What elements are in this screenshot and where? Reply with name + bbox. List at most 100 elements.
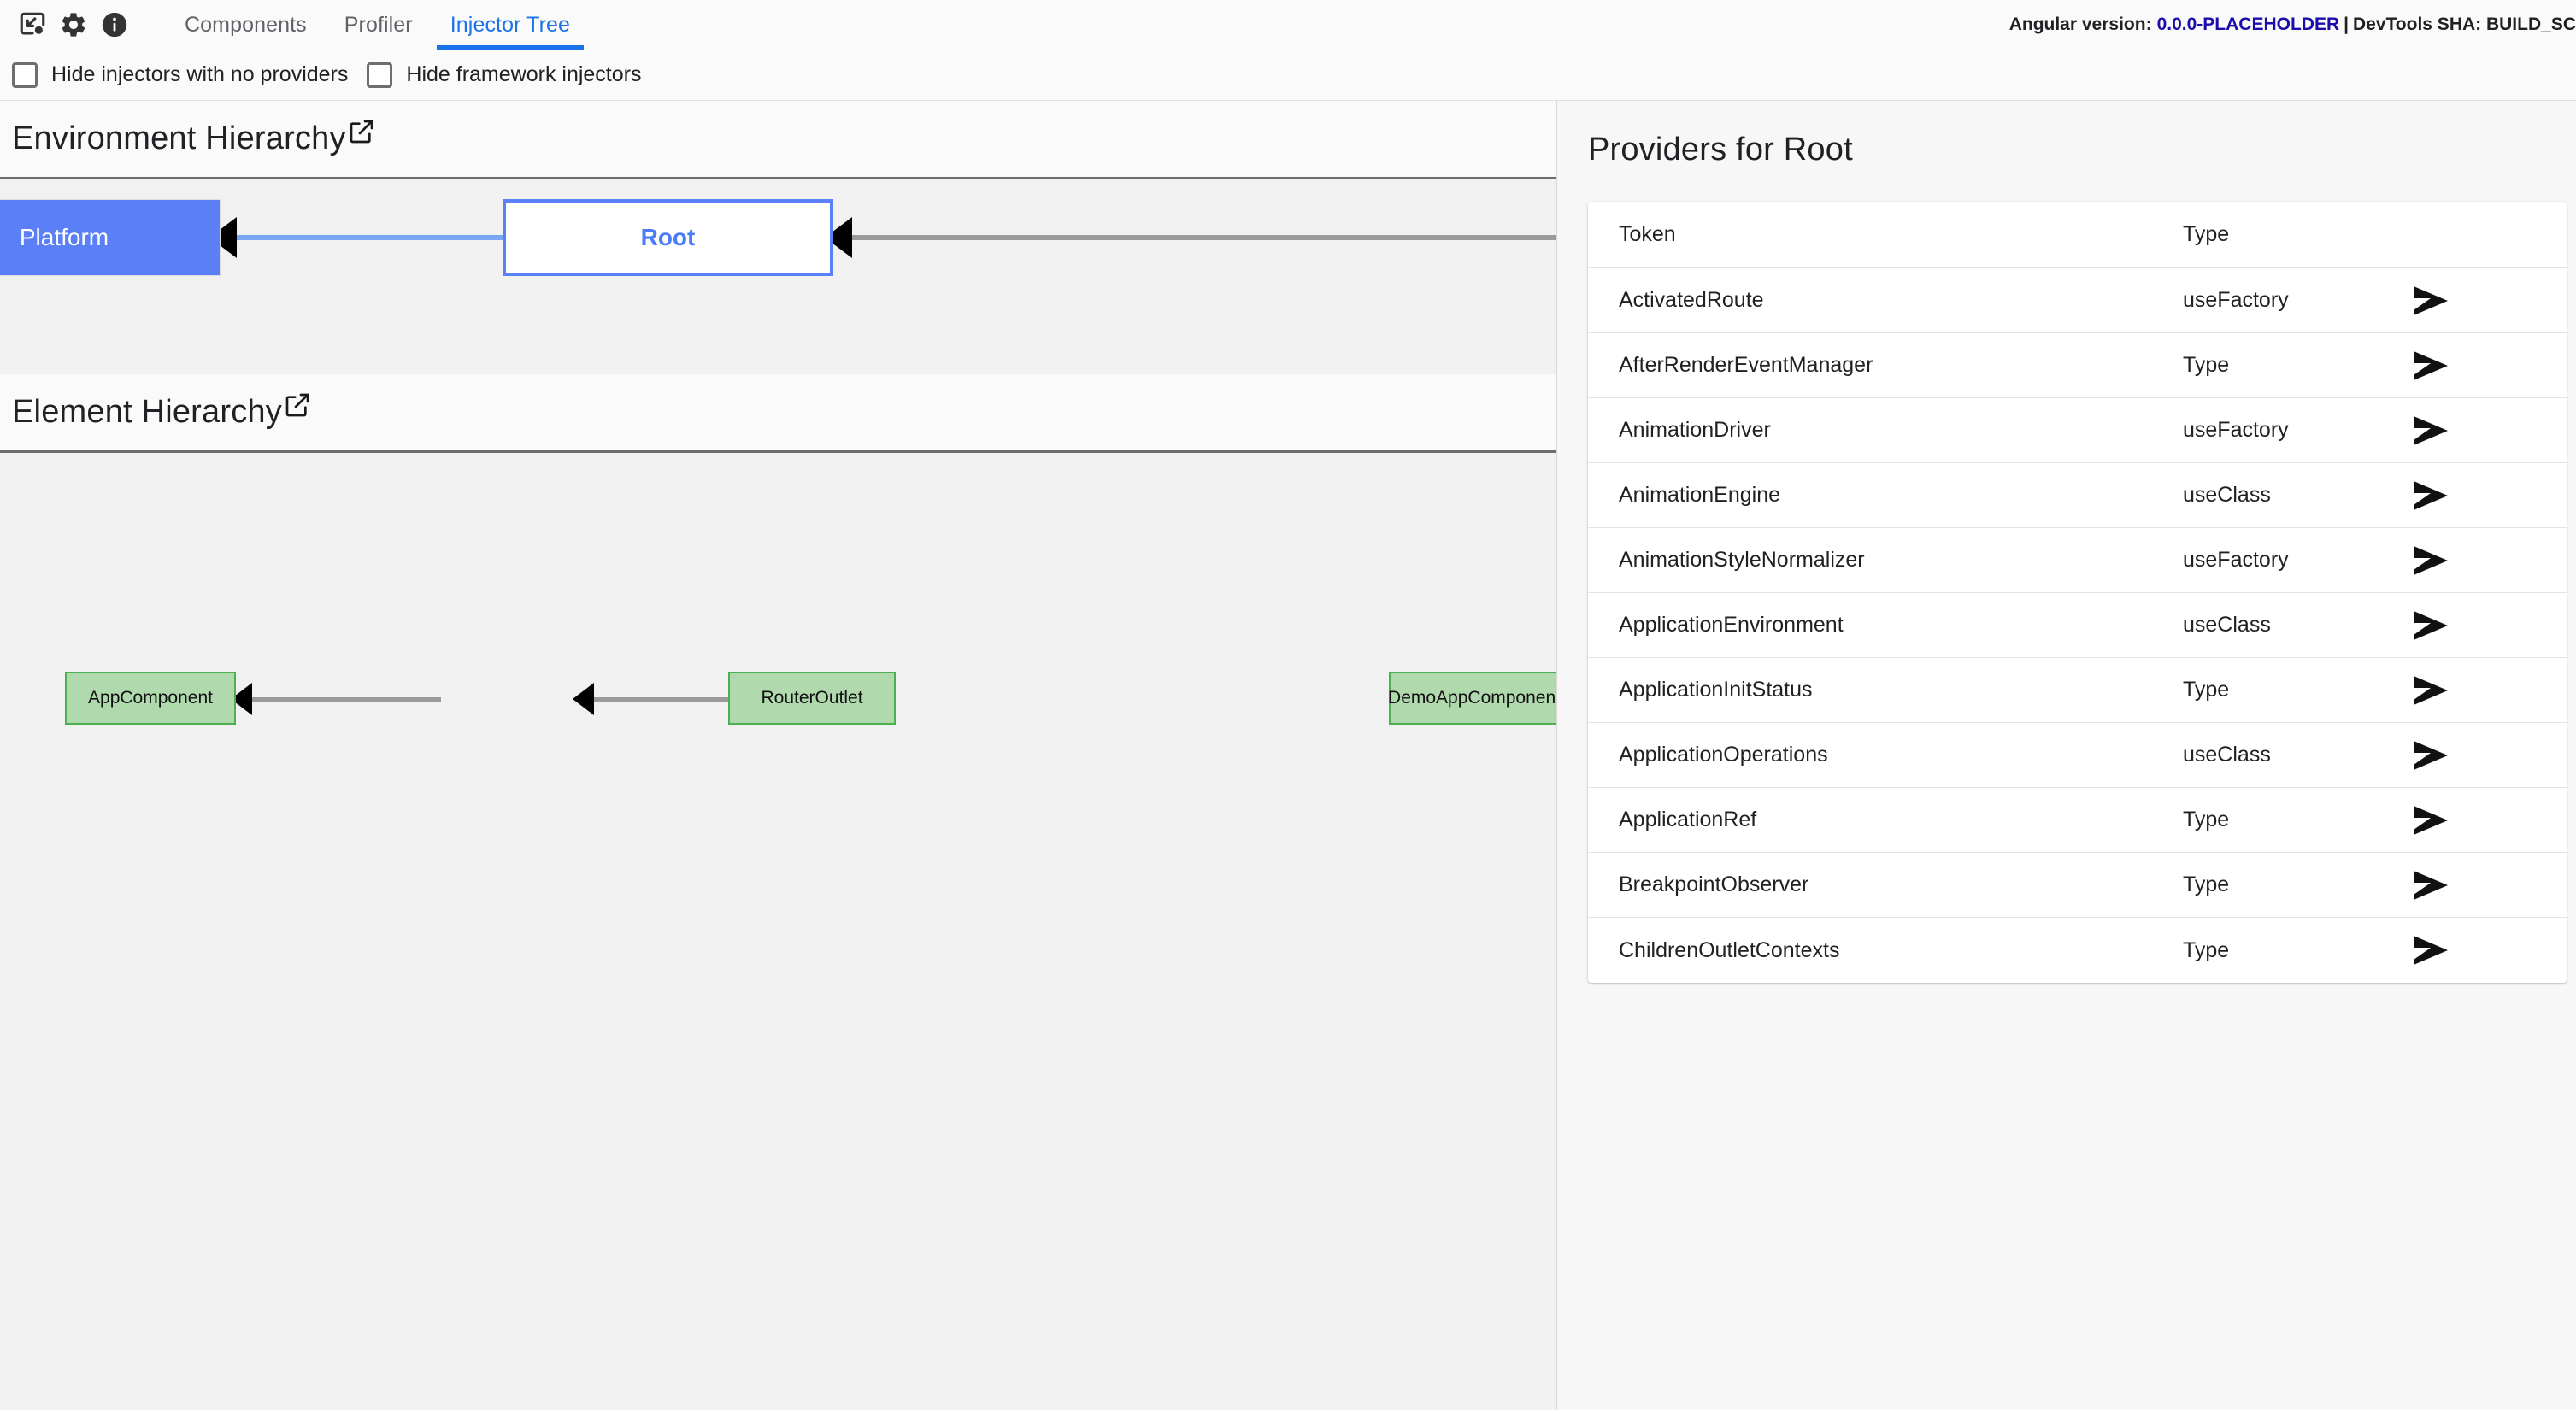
provider-token: AfterRenderEventManager <box>1619 353 1873 377</box>
node-demoappcomponent[interactable]: DemoAppComponent <box>1388 672 1556 725</box>
node-label: RouterOutlet <box>761 688 863 708</box>
info-icon[interactable] <box>94 4 135 45</box>
devtools-sha-label: DevTools SHA: BUILD_SC <box>2353 15 2576 34</box>
providers-table: Token Type ActivatedRoute useFactory Aft… <box>1588 202 2567 983</box>
provider-token: ApplicationOperations <box>1619 743 1828 767</box>
provider-type: Type <box>2183 678 2230 702</box>
go-to-provider-arrow-icon[interactable] <box>2414 608 2451 643</box>
provider-type: Type <box>2183 353 2230 377</box>
inspect-element-icon[interactable] <box>12 4 53 45</box>
table-row[interactable]: ApplicationInitStatus Type <box>1588 658 2567 723</box>
tab-components[interactable]: Components <box>185 12 307 37</box>
provider-action[interactable] <box>2414 868 2567 902</box>
provider-type: Type <box>2183 937 2230 962</box>
go-to-provider-arrow-icon[interactable] <box>2414 414 2451 448</box>
table-row[interactable]: BreakpointObserver Type <box>1588 853 2567 918</box>
provider-type: useFactory <box>2183 548 2289 572</box>
filter-bar: Hide injectors with no providers Hide fr… <box>0 50 2576 101</box>
table-row[interactable]: AfterRenderEventManager Type <box>1588 333 2567 398</box>
table-row[interactable]: ApplicationEnvironment useClass <box>1588 593 2567 658</box>
provider-token: ChildrenOutletContexts <box>1619 937 1840 962</box>
table-row[interactable]: ChildrenOutletContexts Type <box>1588 918 2567 983</box>
table-row[interactable]: ActivatedRoute useFactory <box>1588 268 2567 333</box>
go-to-provider-arrow-icon[interactable] <box>2414 543 2451 578</box>
provider-type: useClass <box>2183 743 2271 767</box>
environment-hierarchy-title: Environment Hierarchy <box>12 120 346 156</box>
checkbox-hide-framework-injectors[interactable]: Hide framework injectors <box>367 62 641 88</box>
node-label: DemoAppComponent <box>1388 688 1556 708</box>
top-toolbar: Components Profiler Injector Tree Angula… <box>0 0 2576 50</box>
open-in-new-icon[interactable] <box>284 391 311 419</box>
provider-action[interactable] <box>2414 479 2567 513</box>
providers-title: Providers for Root <box>1588 132 1853 167</box>
table-row[interactable]: ApplicationRef Type <box>1588 788 2567 853</box>
provider-type: Type <box>2183 808 2230 831</box>
main-content: Environment Hierarchy Platform Root <box>0 101 2576 1410</box>
settings-gear-icon[interactable] <box>53 4 94 45</box>
arrow-head-routeroutlet <box>573 683 594 715</box>
provider-type: useClass <box>2183 483 2271 507</box>
open-in-new-icon[interactable] <box>348 118 375 145</box>
go-to-provider-arrow-icon[interactable] <box>2414 933 2451 967</box>
column-header-token: Token <box>1619 222 1676 246</box>
go-to-provider-arrow-icon[interactable] <box>2414 868 2451 902</box>
tab-profiler[interactable]: Profiler <box>344 12 413 37</box>
angular-version-value[interactable]: 0.0.0-PLACEHOLDER <box>2156 15 2340 34</box>
table-row[interactable]: AnimationEngine useClass <box>1588 463 2567 528</box>
provider-action[interactable] <box>2414 349 2567 383</box>
checkbox-label: Hide framework injectors <box>406 62 642 86</box>
table-row[interactable]: AnimationDriver useFactory <box>1588 398 2567 463</box>
go-to-provider-arrow-icon[interactable] <box>2414 349 2451 383</box>
node-routeroutlet-box[interactable]: RouterOutlet <box>728 672 896 725</box>
provider-action[interactable] <box>2414 543 2567 578</box>
go-to-provider-arrow-icon[interactable] <box>2414 284 2451 318</box>
provider-action[interactable] <box>2414 738 2567 773</box>
node-platform[interactable]: Platform <box>0 199 221 276</box>
table-row[interactable]: AnimationStyleNormalizer useFactory <box>1588 528 2567 593</box>
tab-injector-tree[interactable]: Injector Tree <box>432 0 589 50</box>
element-hierarchy-title: Element Hierarchy <box>12 394 282 430</box>
go-to-provider-arrow-icon[interactable] <box>2414 803 2451 837</box>
provider-action[interactable] <box>2414 803 2567 837</box>
provider-token: ActivatedRoute <box>1619 288 1764 312</box>
provider-type: useFactory <box>2183 418 2289 442</box>
checkbox-hide-injectors-no-providers[interactable]: Hide injectors with no providers <box>12 62 348 88</box>
version-info: Angular version: 0.0.0-PLACEHOLDER | Dev… <box>2009 0 2576 50</box>
edge-routeroutlet-to-appcomponent <box>236 697 441 702</box>
node-label: AppComponent <box>88 688 213 708</box>
provider-token: ApplicationRef <box>1619 808 1757 831</box>
edge-incoming-root <box>833 235 1556 240</box>
provider-token: ApplicationEnvironment <box>1619 613 1844 637</box>
go-to-provider-arrow-icon[interactable] <box>2414 673 2451 708</box>
provider-token: AnimationEngine <box>1619 483 1781 507</box>
checkbox-box[interactable] <box>367 62 393 88</box>
hierarchy-pane: Environment Hierarchy Platform Root <box>0 101 1557 1410</box>
provider-token: ApplicationInitStatus <box>1619 678 1813 702</box>
provider-action[interactable] <box>2414 933 2567 967</box>
provider-action[interactable] <box>2414 284 2567 318</box>
column-header-type: Type <box>2183 222 2230 246</box>
go-to-provider-arrow-icon[interactable] <box>2414 738 2451 773</box>
provider-token: AnimationStyleNormalizer <box>1619 548 1865 572</box>
provider-action[interactable] <box>2414 414 2567 448</box>
edge-demoapp-to-routeroutlet <box>578 697 834 702</box>
table-row[interactable]: ApplicationOperations useClass <box>1588 723 2567 788</box>
checkbox-box[interactable] <box>12 62 38 88</box>
node-root[interactable]: Root <box>503 199 833 276</box>
environment-hierarchy-header: Environment Hierarchy <box>0 101 1556 179</box>
element-hierarchy-header: Element Hierarchy <box>0 374 1556 453</box>
provider-type: useClass <box>2183 613 2271 637</box>
provider-action[interactable] <box>2414 608 2567 643</box>
provider-type: useFactory <box>2183 288 2289 312</box>
node-appcomponent[interactable]: AppComponent <box>65 672 236 725</box>
provider-token: BreakpointObserver <box>1619 872 1809 896</box>
checkbox-label: Hide injectors with no providers <box>51 62 349 86</box>
providers-pane: Providers for Root Token Type ActivatedR… <box>1557 101 2576 1410</box>
element-hierarchy-graph[interactable]: AppComponent RouterOutlet DemoAppCompone… <box>0 453 1556 1410</box>
provider-action[interactable] <box>2414 673 2567 708</box>
environment-hierarchy-graph[interactable]: Platform Root <box>0 179 1556 374</box>
providers-table-header: Token Type <box>1588 202 2567 268</box>
angular-version-label: Angular version: <box>2008 15 2152 34</box>
go-to-provider-arrow-icon[interactable] <box>2414 479 2451 513</box>
provider-token: AnimationDriver <box>1619 418 1771 442</box>
